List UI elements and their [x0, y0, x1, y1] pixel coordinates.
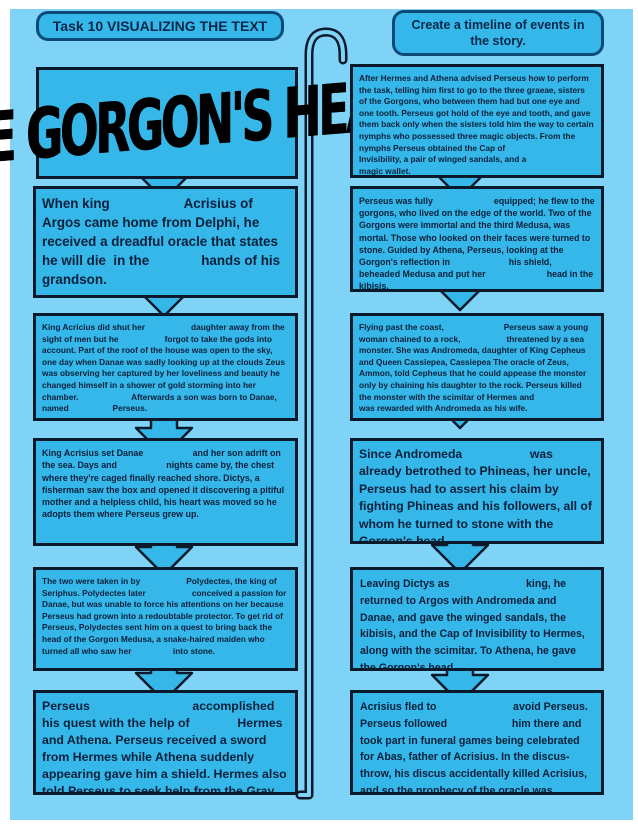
event-text: King Acricius did shut her daughter away…: [42, 322, 288, 414]
event-text: Leaving Dictys as king, he returned to A…: [360, 578, 588, 671]
event-text: Perseus accomplished his quest with the …: [42, 699, 287, 795]
event-box-10: Leaving Dictys as king, he returned to A…: [350, 567, 604, 671]
event-box-6: After Hermes and Athena advised Perseus …: [350, 64, 604, 178]
event-text: The two were taken in by Polydectes, the…: [42, 576, 289, 656]
event-text: Perseus was fully equipped; he flew to t…: [359, 196, 598, 292]
event-box-7: Perseus was fully equipped; he flew to t…: [350, 186, 604, 292]
event-box-2: King Acricius did shut her daughter away…: [33, 313, 298, 421]
event-box-8: Flying past the coast, Perseus saw a you…: [350, 313, 604, 421]
event-box-3: King Acrisius set Danae and her son adri…: [33, 438, 298, 546]
event-text: Flying past the coast, Perseus saw a you…: [359, 322, 591, 414]
title-box: THE GORGON'S HEAD: [0, 62, 411, 184]
event-box-5: Perseus accomplished his quest with the …: [33, 690, 298, 795]
task-label: Task 10 VISUALIZING THE TEXT: [36, 11, 284, 41]
event-text: Since Andromeda was already betrothed to…: [359, 447, 592, 544]
event-box-9: Since Andromeda was already betrothed to…: [350, 438, 604, 544]
event-text: Acrisius fled to avoid Perseus. Perseus …: [360, 701, 588, 795]
event-box-1: When king Acrisius of Argos came home fr…: [33, 186, 298, 298]
event-box-11: Acrisius fled to avoid Perseus. Perseus …: [350, 690, 604, 795]
instruction-label: Create a timeline of events in the story…: [392, 10, 604, 56]
event-text: When king Acrisius of Argos came home fr…: [42, 196, 284, 287]
event-box-4: The two were taken in by Polydectes, the…: [33, 567, 298, 671]
event-text: King Acrisius set Danae and her son adri…: [42, 448, 287, 520]
event-text: After Hermes and Athena advised Perseus …: [359, 73, 596, 176]
